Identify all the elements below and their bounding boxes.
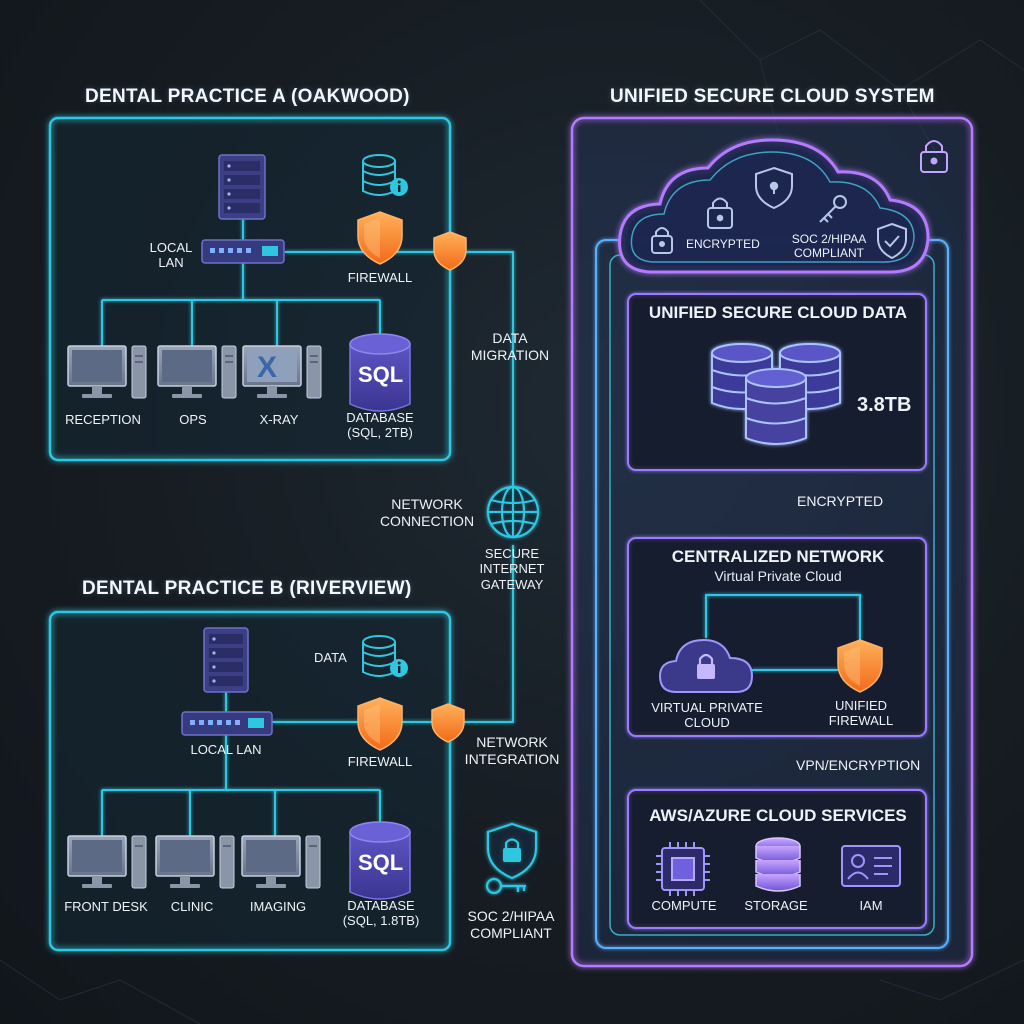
database-stack-icon [711,343,841,445]
practice-a-database-label: DATABASE (SQL, 2TB) [346,410,414,441]
lock-shield-icon [486,822,538,880]
iam-id-card-icon [841,845,901,887]
workstation-label-reception: RECEPTION [65,412,141,427]
practice-a-local-lan-label: LOCAL LAN [149,240,193,271]
unified-firewall-label: UNIFIED FIREWALL [828,698,894,729]
compliance-check-shield-icon [877,222,907,260]
centralized-network-subtitle: Virtual Private Cloud [714,568,842,584]
server-icon [218,154,266,220]
cloud-services-title: AWS/AZURE CLOUD SERVICES [649,806,907,825]
encrypted-lock-icon [651,227,673,254]
padlock-icon [920,140,948,173]
practice-b-compliance-label: SOC 2/HIPAA COMPLIANT [467,908,555,941]
service-label-storage: STORAGE [744,898,808,913]
practice-a-connections [101,218,514,498]
workstation-label-xray: X-RAY [259,412,299,427]
network-integration-label: NETWORK INTEGRATION [464,734,560,767]
sql-label-a: SQL [358,362,404,387]
practice-a-firewall-label: FIREWALL [347,270,413,285]
workstation-icon-ops [157,345,237,399]
workstation-label-front-desk: FRONT DESK [64,899,148,914]
practice-b-database-label: DATABASE (SQL, 1.8TB) [342,898,420,929]
switch-icon-b [181,711,273,736]
firewall-shield-icon-2 [433,231,467,271]
network-connection-label: NETWORK CONNECTION [379,496,475,529]
practice-b-firewall-label: FIREWALL [347,754,413,769]
workstation-icon-clinic [155,835,235,889]
workstation-icon-front-desk [67,835,147,889]
compute-chip-icon [656,842,710,896]
vpc-connections [705,594,861,671]
centralized-network-title: CENTRALIZED NETWORK [671,547,885,566]
gateway-label: SECURE INTERNET GATEWAY [479,546,545,592]
cloud-data-title: UNIFIED SECURE CLOUD DATA [648,303,908,322]
encrypted-arrow-label: ENCRYPTED [797,493,884,509]
cloud-shape [618,138,930,274]
workstation-icon-imaging [241,835,321,889]
sql-database-icon-b [349,821,411,900]
workstation-icon-reception [67,345,147,399]
practice-b-local-lan-label: LOCAL LAN [190,742,262,757]
practice-b-title: DENTAL PRACTICE B (RIVERVIEW) [82,578,412,599]
cloud-shield-icon [755,166,793,210]
vpc-label: VIRTUAL PRIVATE CLOUD [651,700,763,731]
workstation-label-imaging: IMAGING [249,899,307,914]
data-migration-label: DATA MIGRATION [470,330,550,363]
globe-icon [486,485,540,539]
switch-icon [201,239,285,264]
cloud-compliance-label: SOC 2/HIPAA COMPLIANT [791,232,867,261]
practice-a-title: DENTAL PRACTICE A (OAKWOOD) [85,86,410,107]
sql-database-icon [349,333,411,412]
practice-b-data-label: DATA [314,650,347,665]
database-info-icon-b [362,635,408,677]
firewall-shield-icon-b2 [431,703,465,743]
server-icon-b [203,627,249,693]
cloud-data-size: 3.8TB [857,394,912,416]
xray-logo: X [257,351,278,384]
sql-label-b: SQL [358,850,404,875]
firewall-shield-icon [357,211,403,265]
workstation-icon-xray [242,345,322,399]
practice-b-connections [101,545,514,836]
unified-firewall-shield-icon [837,639,883,693]
cloud-system-title: UNIFIED SECURE CLOUD SYSTEM [610,86,935,107]
cloud-key-icon [819,195,847,223]
firewall-shield-icon-b [357,697,403,751]
service-label-iam: IAM [859,898,883,913]
key-icon [485,877,526,895]
cloud-encrypted-label: ENCRYPTED [686,237,760,251]
vpn-arrow-label: VPN/ENCRYPTION [796,757,921,773]
service-label-compute: COMPUTE [651,898,717,913]
workstation-label-clinic: CLINIC [170,899,214,914]
vpc-cloud-icon [658,638,754,693]
storage-stack-icon [755,837,801,892]
database-info-icon [362,154,408,196]
workstation-label-ops: OPS [179,412,207,427]
cloud-lock-icon [707,197,733,229]
